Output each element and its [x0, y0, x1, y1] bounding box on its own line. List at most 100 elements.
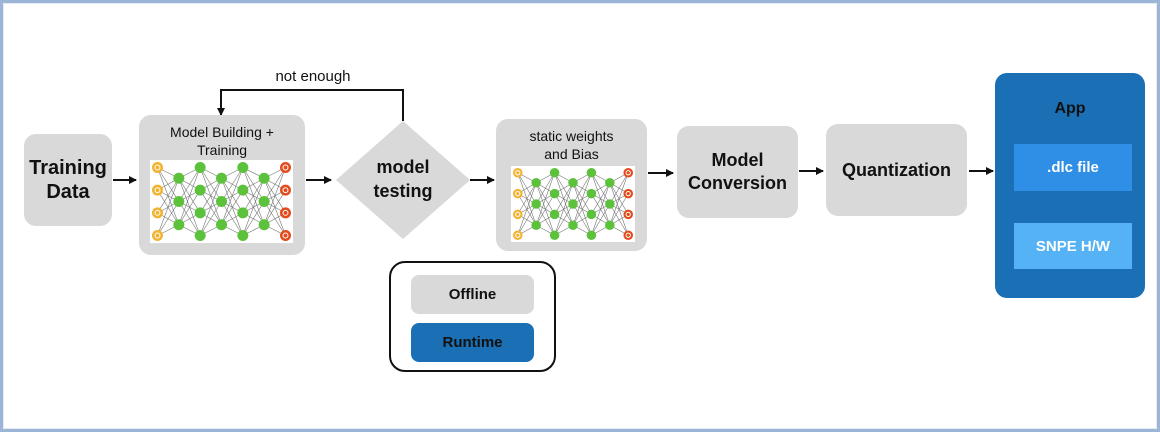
legend-offline-swatch: Offline: [411, 275, 534, 314]
legend-runtime-label: Runtime: [442, 334, 503, 351]
nn-neuron: [623, 230, 633, 240]
nn-neuron-ring: [282, 187, 289, 194]
nn-neuron-ring: [625, 232, 631, 238]
nn-neuron: [623, 188, 633, 199]
nn-neuron: [586, 209, 597, 220]
model-conversion-label: Model Conversion: [687, 150, 788, 193]
feedback-label: not enough: [275, 68, 351, 85]
nn-neuron: [173, 196, 185, 207]
nn-neuron-ring: [282, 164, 289, 171]
quantization-node: Quantization: [826, 124, 967, 216]
nn-neuron: [152, 162, 163, 173]
nn-edge: [157, 178, 180, 236]
nn-edge: [517, 182, 537, 215]
neural-net-graphic: [152, 162, 291, 241]
nn-edge: [221, 167, 244, 225]
nn-neuron-ring: [282, 209, 289, 216]
nn-neuron-ring: [154, 164, 161, 171]
connector-layer: [113, 89, 1077, 239]
nn-neuron-ring: [515, 211, 521, 218]
nn-edge: [199, 178, 222, 213]
nn-edge: [157, 201, 180, 236]
nn-edge: [242, 178, 265, 236]
nn-neuron: [194, 184, 206, 196]
nn-neuron: [173, 219, 185, 231]
nn-neuron: [280, 207, 291, 219]
nn-edge: [221, 190, 244, 225]
nn-edge: [535, 172, 555, 205]
nn-edge: [517, 203, 537, 236]
nn-neuron: [531, 220, 541, 231]
nn-neuron: [280, 184, 291, 196]
nn-neuron-ring: [515, 232, 521, 238]
nn-neuron: [513, 209, 523, 220]
nn-neuron: [586, 188, 597, 199]
nn-edge: [157, 178, 180, 213]
nn-neuron: [280, 230, 291, 241]
nn-neuron: [216, 196, 227, 207]
nn-neuron: [152, 207, 163, 219]
nn-edge: [178, 190, 201, 225]
nn-edge: [554, 182, 574, 236]
nn-edge: [178, 167, 201, 225]
app-label: App: [1054, 100, 1086, 117]
nn-neuron-ring: [515, 170, 521, 176]
dlc-file-node: .dlc file: [1014, 144, 1132, 191]
nn-edge: [609, 193, 629, 226]
neural-net-graphic: [513, 168, 633, 240]
nn-neuron: [549, 188, 560, 199]
nn-neuron: [531, 177, 541, 188]
nn-edge: [535, 193, 555, 226]
quantization-label: Quantization: [842, 159, 951, 180]
nn-neuron: [173, 172, 185, 184]
nn-edge: [572, 172, 592, 226]
model-building-label: Model Building + Training: [170, 124, 274, 158]
nn-edge: [591, 203, 611, 236]
nn-neuron: [152, 230, 163, 241]
model-testing-label: model testing: [373, 157, 433, 201]
nn-neuron-ring: [625, 190, 631, 197]
nn-edge: [263, 167, 286, 202]
model-testing-diamond: [336, 121, 470, 239]
nn-neuron: [586, 168, 597, 178]
nn-edge: [242, 178, 265, 213]
nn-edge: [609, 172, 629, 226]
snpe-hw-node: SNPE H/W: [1014, 223, 1132, 269]
nn-neuron-ring: [154, 187, 161, 194]
nn-edge: [263, 167, 286, 225]
nn-neuron: [605, 177, 615, 188]
nn-edge: [199, 201, 222, 236]
nn-neuron: [549, 168, 560, 178]
nn-neuron: [513, 188, 523, 199]
nn-neuron: [258, 219, 270, 231]
nn-neuron-ring: [515, 190, 521, 197]
legend: Offline Runtime: [389, 261, 556, 372]
nn-neuron: [513, 168, 523, 178]
nn-neuron: [623, 168, 633, 178]
dlc-file-label: .dlc file: [1047, 159, 1099, 176]
nn-neuron: [194, 162, 206, 173]
neural-net-image-training: [150, 160, 293, 243]
model-conversion-node: Model Conversion: [677, 126, 798, 218]
nn-edge: [572, 193, 592, 226]
nn-neuron: [237, 207, 249, 219]
nn-neuron: [152, 184, 163, 196]
nn-neuron-ring: [282, 232, 289, 239]
nn-neuron: [531, 199, 541, 209]
nn-edge: [517, 182, 537, 236]
nn-edge: [554, 203, 574, 236]
nn-neuron: [237, 230, 249, 241]
nn-edge: [591, 182, 611, 215]
nn-neuron: [280, 162, 291, 173]
nn-neuron: [216, 219, 227, 231]
nn-neuron: [513, 230, 523, 240]
training-data-label: Training Data: [29, 157, 107, 203]
nn-edge: [554, 182, 574, 215]
nn-neuron: [216, 172, 227, 184]
nn-neuron: [194, 207, 206, 219]
nn-edge: [221, 167, 244, 202]
nn-neuron-ring: [625, 211, 631, 218]
nn-neuron: [568, 199, 578, 209]
nn-neuron: [623, 209, 633, 220]
